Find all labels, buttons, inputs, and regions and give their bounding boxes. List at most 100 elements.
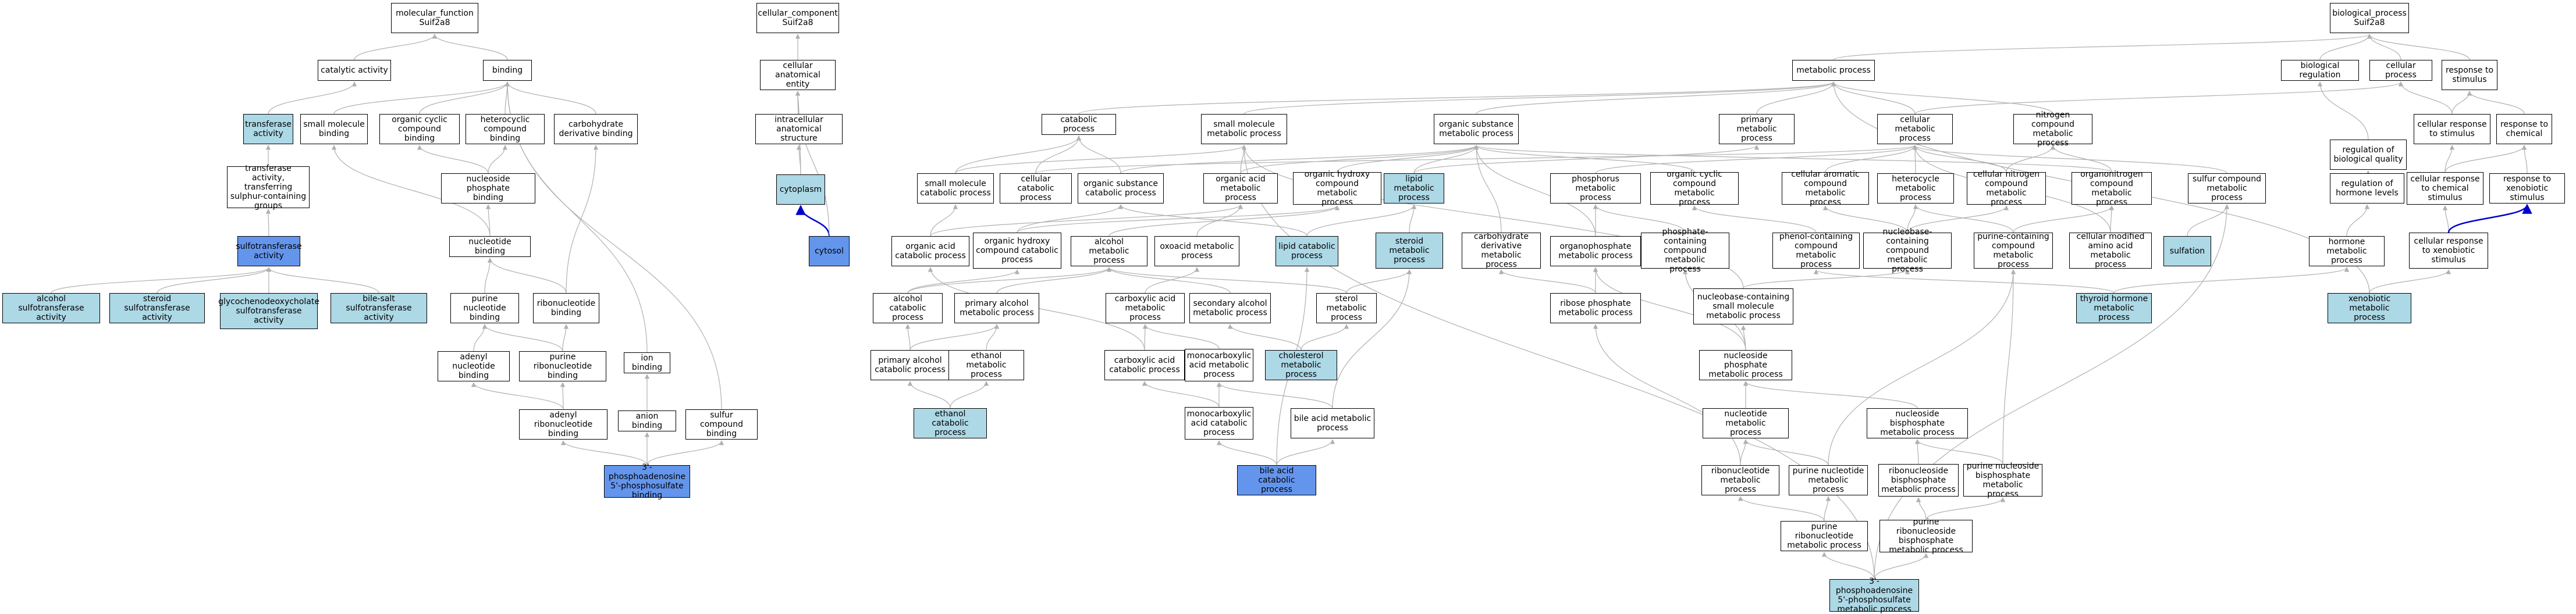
- term-node-catalytic[interactable]: catalytic activity: [318, 60, 391, 81]
- term-node-cholmp[interactable]: cholesterol metabolic process: [1265, 350, 1337, 380]
- term-node-phosmp[interactable]: phosphorus metabolic process: [1550, 173, 1641, 204]
- term-node-ster_st[interactable]: steroid sulfotransferase activity: [109, 293, 205, 323]
- term-node-monoacp[interactable]: monocarboxylic acid catabolic process: [1185, 407, 1253, 440]
- term-node-cacmp[interactable]: cellular aromatic compound metabolic pro…: [1782, 170, 1869, 207]
- term-node-regbq[interactable]: regulation of biological quality: [2330, 140, 2407, 170]
- term-node-stermp[interactable]: steroid metabolic process: [1376, 233, 1443, 269]
- term-node-oamp[interactable]: organic acid metabolic process: [1203, 173, 1278, 204]
- term-node-alcmp[interactable]: alcohol metabolic process: [1071, 236, 1147, 266]
- term-node-cae[interactable]: cellular anatomical entity: [760, 60, 836, 90]
- term-node-sulfmp[interactable]: sulfur compound metabolic process: [2188, 173, 2266, 204]
- term-node-sulfur_b[interactable]: sulfur compound binding: [685, 409, 758, 440]
- term-node-oscp[interactable]: organic substance catabolic process: [1078, 173, 1164, 204]
- term-node-palcmp[interactable]: primary alcohol metabolic process: [954, 293, 1039, 323]
- term-node-carbo_b[interactable]: carbohydrate derivative binding: [554, 114, 638, 144]
- term-node-phencmp[interactable]: phenol-containing compound metabolic pro…: [1772, 232, 1860, 269]
- term-node-smmp[interactable]: small molecule metabolic process: [1201, 114, 1287, 144]
- term-node-monoamp[interactable]: monocarboxylic acid metabolic process: [1185, 349, 1253, 381]
- term-node-purnmp[interactable]: purine nucleotide metabolic process: [1789, 465, 1868, 495]
- term-node-ocyclic_b[interactable]: organic cyclic compound binding: [379, 114, 460, 144]
- term-node-ohcmp[interactable]: organic hydroxy compound metabolic proce…: [1293, 170, 1381, 207]
- term-node-bileacp[interactable]: bile acid catabolic process: [1237, 465, 1316, 495]
- term-node-ncmp[interactable]: nitrogen compound metabolic process: [2013, 110, 2092, 148]
- term-node-cresp_stim[interactable]: cellular response to stimulus: [2414, 114, 2490, 144]
- term-node-thyrmp[interactable]: thyroid hormone metabolic process: [2076, 293, 2152, 323]
- term-node-ethcp[interactable]: ethanol catabolic process: [914, 408, 987, 438]
- term-node-lipcp[interactable]: lipid catabolic process: [1275, 236, 1338, 266]
- term-node-sulfation[interactable]: sulfation: [2163, 236, 2211, 266]
- term-node-carbacp[interactable]: carboxylic acid catabolic process: [1104, 350, 1185, 380]
- term-node-occmp[interactable]: organic cyclic compound metabolic proces…: [1650, 170, 1739, 207]
- term-node-pmp[interactable]: primary metabolic process: [1719, 114, 1795, 144]
- term-node-nbcmp[interactable]: nucleobase-containing compound metabolic…: [1863, 227, 1952, 274]
- term-node-adenribo_b[interactable]: adenyl ribonucleotide binding: [519, 409, 607, 440]
- term-node-carbdmp[interactable]: carbohydrate derivative metabolic proces…: [1462, 232, 1541, 269]
- term-node-purnbpmp[interactable]: purine nucleoside bisphosphate metabolic…: [1963, 462, 2042, 499]
- term-node-purribbpmp[interactable]: purine ribonucleoside bisphosphate metab…: [1879, 517, 1973, 555]
- term-node-hormmp[interactable]: hormone metabolic process: [2309, 236, 2385, 266]
- term-node-bioreg[interactable]: biological regulation: [2281, 60, 2359, 81]
- term-node-glyco_st[interactable]: glycochenodeoxycholate sulfotransferase …: [218, 293, 319, 329]
- term-node-purcmp[interactable]: purine-containing compound metabolic pro…: [1974, 232, 2053, 269]
- term-node-orgnmp[interactable]: organonitrogen compound metabolic proces…: [2072, 170, 2152, 207]
- term-node-cytoplasm[interactable]: cytoplasm: [776, 174, 825, 205]
- term-node-alccp[interactable]: alcohol catabolic process: [873, 293, 943, 323]
- term-node-smcp[interactable]: small molecule catabolic process: [917, 173, 994, 204]
- term-node-nucphos_b[interactable]: nucleoside phosphate binding: [441, 173, 535, 204]
- term-node-secalcmp[interactable]: secondary alcohol metabolic process: [1189, 293, 1271, 323]
- term-node-hetero_b[interactable]: heterocyclic compound binding: [466, 114, 545, 144]
- term-node-ccp[interactable]: cellular catabolic process: [1000, 173, 1072, 204]
- term-node-cellproc[interactable]: cellular process: [2369, 60, 2432, 81]
- term-node-anion_b[interactable]: anion binding: [618, 410, 676, 431]
- term-node-mp[interactable]: metabolic process: [1792, 60, 1875, 81]
- term-node-phcmp[interactable]: phosphate-containing compound metabolic …: [1641, 227, 1729, 274]
- term-node-nuc_b[interactable]: nucleotide binding: [449, 236, 531, 257]
- term-node-papsmp[interactable]: 3'-phosphoadenosine 5'-phosphosulfate me…: [1829, 577, 1919, 614]
- term-node-ribophmp[interactable]: ribose phosphate metabolic process: [1550, 293, 1641, 323]
- term-node-nucbpmp[interactable]: nucleoside bisphosphate metabolic proces…: [1867, 408, 1968, 438]
- term-node-transferase[interactable]: transferase activity: [243, 114, 293, 144]
- term-node-xenomp[interactable]: xenobiotic metabolic process: [2328, 293, 2411, 323]
- term-node-bileamp[interactable]: bile acid metabolic process: [1291, 408, 1374, 438]
- term-node-cytosol[interactable]: cytosol: [809, 236, 850, 266]
- term-node-resp_chem[interactable]: response to chemical: [2496, 114, 2552, 144]
- term-node-nbcsmmp[interactable]: nucleobase-containing small molecule met…: [1693, 288, 1793, 324]
- term-node-smbind[interactable]: small molecule binding: [300, 114, 368, 144]
- term-node-resp_xeno[interactable]: response to xenobiotic stimulus: [2489, 173, 2565, 204]
- term-node-cc[interactable]: cellular_component Suif2a8: [756, 3, 839, 33]
- term-node-reghl[interactable]: regulation of hormone levels: [2330, 173, 2404, 204]
- term-node-purribo_b[interactable]: purine ribonucleotide binding: [519, 351, 606, 381]
- term-node-oxomp[interactable]: oxoacid metabolic process: [1154, 236, 1239, 266]
- term-node-sterolmp[interactable]: sterol metabolic process: [1316, 293, 1377, 323]
- term-node-ribo_b[interactable]: ribonucleotide binding: [533, 293, 599, 323]
- term-node-hetmp[interactable]: heterocycle metabolic process: [1877, 173, 1954, 204]
- term-node-cresp_chem[interactable]: cellular response to chemical stimulus: [2407, 172, 2483, 205]
- term-node-palccp[interactable]: primary alcohol catabolic process: [870, 350, 950, 380]
- term-node-ion_b[interactable]: ion binding: [624, 352, 670, 373]
- term-node-trans_s[interactable]: transferase activity, transferring sulph…: [227, 164, 310, 210]
- term-node-cmaamp[interactable]: cellular modified amino acid metabolic p…: [2069, 232, 2152, 269]
- term-node-catab[interactable]: catabolic process: [1042, 114, 1116, 135]
- term-node-binding[interactable]: binding: [483, 60, 532, 81]
- term-node-ribonmp[interactable]: ribonucleotide metabolic process: [1701, 465, 1779, 495]
- term-node-resp_stim[interactable]: response to stimulus: [2442, 60, 2497, 90]
- term-node-ethmp[interactable]: ethanol metabolic process: [948, 350, 1024, 380]
- term-node-nucphmp[interactable]: nucleoside phosphate metabolic process: [1699, 350, 1792, 380]
- term-node-oacp[interactable]: organic acid catabolic process: [891, 236, 969, 266]
- term-node-bile_st[interactable]: bile-salt sulfotransferase activity: [331, 293, 427, 323]
- term-node-ias[interactable]: intracellular anatomical structure: [755, 114, 843, 144]
- term-node-paps_b[interactable]: 3'-phosphoadenosine 5'-phosphosulfate bi…: [604, 463, 690, 500]
- term-node-orgphmp[interactable]: organophosphate metabolic process: [1550, 236, 1641, 266]
- term-node-nucmp[interactable]: nucleotide metabolic process: [1703, 408, 1789, 438]
- term-node-mf[interactable]: molecular_function Suif2a8: [391, 3, 478, 33]
- term-node-osmp[interactable]: organic substance metabolic process: [1434, 114, 1519, 144]
- term-node-lipmp[interactable]: lipid metabolic process: [1384, 173, 1444, 204]
- term-node-cresp_xeno[interactable]: cellular response to xenobiotic stimulus: [2409, 233, 2488, 269]
- term-node-alc_st[interactable]: alcohol sulfotransferase activity: [2, 293, 100, 323]
- term-node-pur_b[interactable]: purine nucleotide binding: [450, 293, 519, 323]
- term-node-aden_b[interactable]: adenyl nucleotide binding: [438, 351, 510, 381]
- term-node-purribmp[interactable]: purine ribonucleotide metabolic process: [1781, 521, 1868, 551]
- term-node-sulfotrans[interactable]: sulfotransferase activity: [236, 236, 302, 266]
- term-node-ohccp[interactable]: organic hydroxy compound catabolic proce…: [973, 233, 1061, 269]
- term-node-ribnbpmp[interactable]: ribonucleoside bisphosphate metabolic pr…: [1878, 464, 1959, 497]
